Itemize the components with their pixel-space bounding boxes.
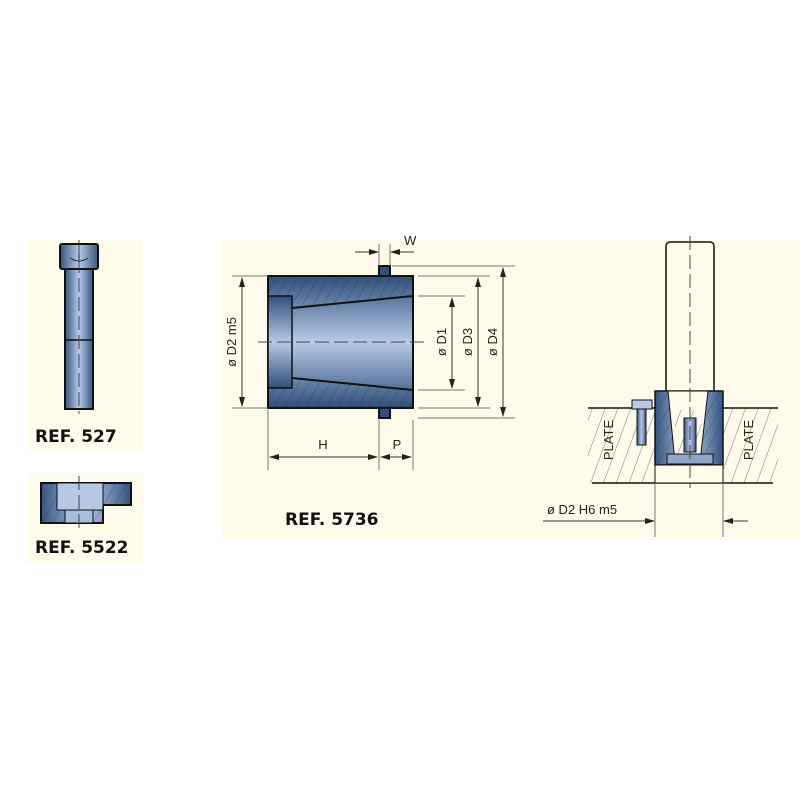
bolt-drawing bbox=[59, 240, 99, 414]
washer-drawing bbox=[40, 476, 132, 528]
fit-label: ø D2 H6 m5 bbox=[547, 502, 617, 517]
plate-right-label: PLATE bbox=[741, 420, 756, 461]
dim-p-label: P bbox=[393, 437, 402, 452]
washer-ref-label: REF. 5522 bbox=[35, 538, 129, 558]
bushing-dimensions bbox=[232, 244, 515, 470]
dim-d2-label: ø D2 m5 bbox=[224, 317, 239, 367]
dim-d4-label: ø D4 bbox=[485, 328, 500, 356]
dim-w-label: W bbox=[404, 233, 417, 248]
bushing-ref-label: REF. 5736 bbox=[285, 510, 379, 530]
dim-d3-label: ø D3 bbox=[460, 328, 475, 356]
bolt-ref-label: REF. 527 bbox=[35, 427, 117, 447]
bushing-drawing bbox=[258, 265, 425, 419]
dim-d1-label: ø D1 bbox=[434, 328, 449, 356]
dim-h-label: H bbox=[318, 437, 327, 452]
plate-left-label: PLATE bbox=[601, 420, 616, 461]
assembly-drawing bbox=[543, 236, 778, 537]
